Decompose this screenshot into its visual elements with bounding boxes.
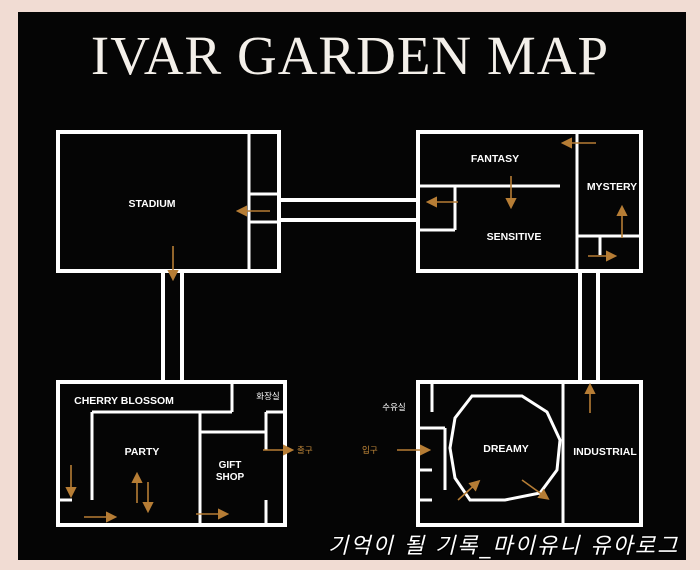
stadium-label: STADIUM [128, 198, 175, 210]
top-corridor [277, 198, 420, 222]
gift-shop-label-line2: SHOP [216, 472, 245, 483]
right-corridor [578, 269, 600, 384]
arrow-down-right-icon [521, 479, 550, 500]
map-title: IVAR GARDEN MAP [90, 25, 610, 86]
dreamy-label: DREAMY [483, 443, 529, 455]
dreamy-area: DREAMY INDUSTRIAL 수유실 [382, 380, 643, 527]
entrance-label: 입구 [362, 446, 378, 456]
arrow-up-right-icon [457, 479, 481, 501]
cherry-blossom-area: CHERRY BLOSSOM PARTY GIFT SHOP 화장실 [56, 380, 287, 527]
fantasy-area: FANTASY MYSTERY SENSITIVE [416, 130, 643, 273]
left-corridor [161, 269, 184, 384]
party-label: PARTY [125, 446, 160, 458]
watermark-text: 기억이 될 기록_마이유니 유아로그 [328, 534, 680, 559]
fantasy-label: FANTASY [471, 153, 519, 165]
exit-label: 출구 [297, 445, 313, 456]
map-board [18, 12, 686, 560]
nursing-room-label: 수유실 [382, 402, 405, 413]
restroom-label: 화장실 [256, 391, 279, 402]
route-arrows [65, 137, 628, 523]
stadium-area: STADIUM [56, 130, 281, 273]
fantasy-block [416, 130, 643, 273]
dreamy-block [416, 380, 643, 527]
industrial-label: INDUSTRIAL [573, 446, 637, 458]
dreamy-dome [448, 394, 562, 502]
sensitive-label: SENSITIVE [487, 231, 542, 243]
mystery-label: MYSTERY [587, 181, 637, 193]
cherry-blossom-label: CHERRY BLOSSOM [74, 395, 174, 407]
gift-shop-label-line1: GIFT [219, 460, 242, 471]
